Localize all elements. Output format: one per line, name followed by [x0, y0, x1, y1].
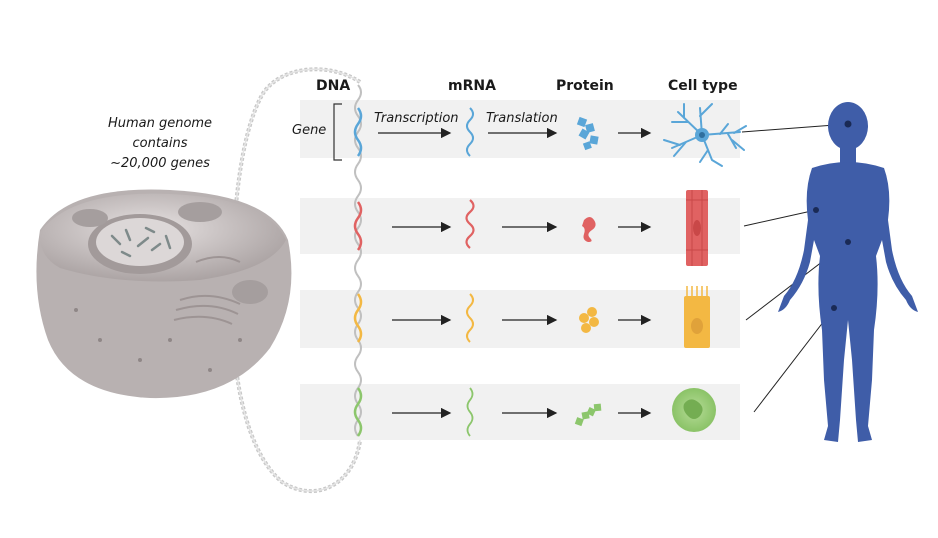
row-band-neuron — [300, 100, 740, 158]
neuron-nucleus — [699, 132, 705, 138]
body-marker-head — [844, 120, 852, 128]
eukaryotic-cell-illustration — [36, 189, 292, 399]
header-cell-type: Cell type — [668, 78, 738, 94]
header-mrna: mRNA — [448, 78, 496, 94]
muscle-cell-nucleus — [693, 220, 701, 236]
header-protein: Protein — [556, 78, 614, 94]
genome-caption-line-2: contains — [132, 136, 188, 151]
body-marker-torso — [845, 239, 851, 245]
protein-muscle — [582, 217, 596, 242]
mrna-epithelial — [466, 293, 474, 343]
genome-caption-line-1: Human genome — [107, 116, 213, 131]
connector-blood — [753, 307, 835, 413]
connector-muscle — [743, 209, 817, 227]
mrna-muscle — [465, 199, 475, 249]
dna-strand — [354, 84, 362, 437]
dna-gene-epithelial — [353, 293, 363, 343]
row-band-blood — [300, 384, 740, 440]
protein-epithelial — [579, 307, 599, 333]
gene-bracket — [333, 103, 342, 161]
protein-neuron — [576, 116, 599, 151]
epithelial-cell-cilia — [686, 286, 708, 296]
dna-gene-muscle — [353, 201, 363, 251]
header-dna: DNA — [316, 78, 351, 94]
dna-gene-blood — [353, 387, 363, 437]
body-marker-leg — [831, 305, 837, 311]
label-transcription: Transcription — [374, 111, 459, 126]
muscle-cell-striations — [686, 190, 708, 266]
genome-caption-line-3: ~20,000 genes — [110, 156, 210, 171]
dna-gene-neuron — [353, 107, 363, 157]
body-marker-arm — [813, 207, 819, 213]
blood-cell-nucleus — [683, 399, 703, 419]
label-gene: Gene — [292, 123, 327, 138]
label-translation: Translation — [486, 111, 558, 126]
row-band-epithelial — [300, 290, 740, 348]
row-band-muscle — [300, 198, 740, 254]
genome-caption: Human genome contains ~20,000 genes — [82, 114, 238, 174]
human-body-figure — [778, 102, 918, 442]
mrna-blood — [466, 387, 474, 437]
mrna-neuron — [466, 107, 474, 157]
epithelial-cell-nucleus — [691, 318, 703, 334]
protein-blood — [574, 403, 602, 427]
